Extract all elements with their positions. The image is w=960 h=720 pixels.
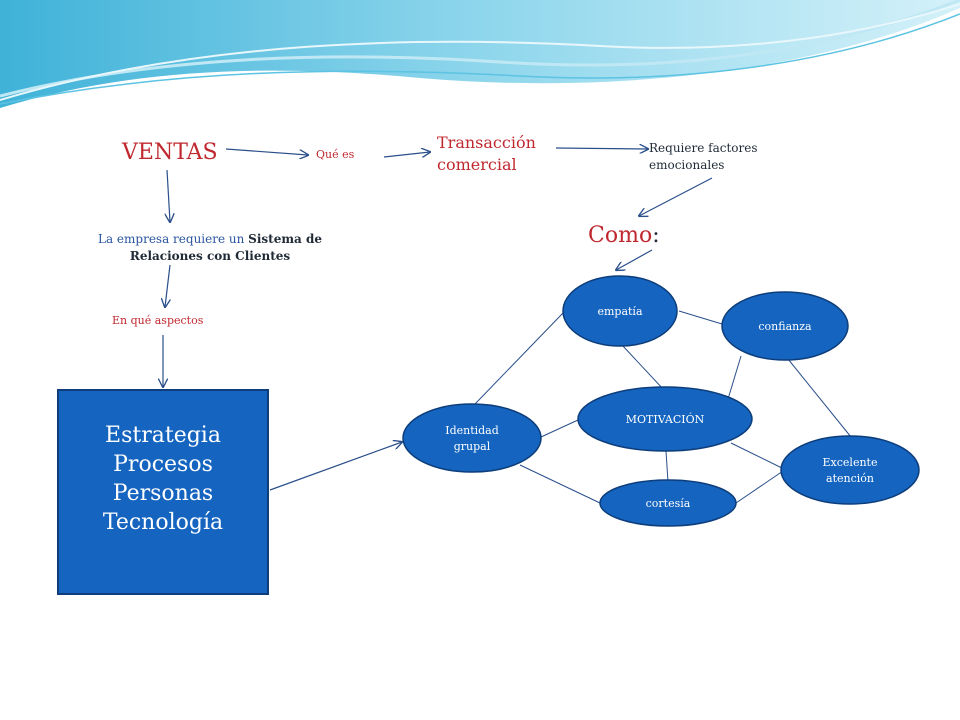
- node-motivacion: MOTIVACIÓN: [577, 386, 753, 452]
- svg-text:atención: atención: [826, 472, 874, 485]
- transaccion-comercial-label: Transacción comercial: [437, 133, 536, 174]
- header-wave: [0, 0, 960, 108]
- node-excelente-atencion: Excelente atención: [780, 435, 920, 505]
- como-label: Como:: [588, 223, 660, 248]
- box-line-tecnologia: Tecnología: [102, 510, 224, 535]
- arrow-box-identidad: [269, 442, 402, 491]
- arrow-como-empatia: [616, 249, 653, 270]
- en-que-aspectos-label: En qué aspectos: [112, 314, 204, 327]
- arrow-ventas-quees: [225, 148, 308, 155]
- box-line-personas: Personas: [112, 481, 214, 506]
- svg-text:Identidad: Identidad: [445, 424, 499, 437]
- empresa-requiere-label: La empresa requiere un Sistema de Relaci…: [80, 231, 340, 265]
- aspects-box: Estrategia Procesos Personas Tecnología: [57, 389, 269, 595]
- arrow-transaccion-requiere: [555, 148, 648, 149]
- svg-text:MOTIVACIÓN: MOTIVACIÓN: [626, 412, 705, 426]
- como-colon: :: [652, 223, 660, 248]
- node-cortesia: cortesía: [599, 479, 737, 527]
- svg-text:empatía: empatía: [597, 305, 642, 318]
- como-word: Como: [588, 223, 653, 248]
- flow-arrows: [163, 148, 713, 491]
- svg-text:cortesía: cortesía: [646, 497, 691, 510]
- node-confianza: confianza: [721, 291, 849, 361]
- network-connectors: [474, 310, 852, 504]
- empresa-bold: Sistema de Relaciones con Clientes: [129, 232, 323, 263]
- arrow-requiere-como: [639, 177, 713, 216]
- svg-text:grupal: grupal: [454, 440, 491, 453]
- svg-text:Excelente: Excelente: [823, 456, 878, 469]
- que-es-label: Qué es: [316, 148, 355, 161]
- arrow-ventas-empresa: [167, 169, 170, 222]
- box-line-estrategia: Estrategia: [105, 423, 221, 448]
- svg-text:confianza: confianza: [758, 320, 812, 333]
- node-identidad-grupal: Identidad grupal: [402, 403, 542, 473]
- arrow-empresa-aspectos: [165, 264, 170, 307]
- arrow-quees-transaccion: [383, 152, 430, 157]
- node-empatia: empatía: [562, 275, 678, 347]
- requiere-factores-label: Requiere factores emocionales: [649, 141, 758, 172]
- box-line-procesos: Procesos: [113, 452, 213, 477]
- empresa-prefix: La empresa requiere un: [97, 232, 249, 246]
- ventas-label: VENTAS: [122, 140, 218, 165]
